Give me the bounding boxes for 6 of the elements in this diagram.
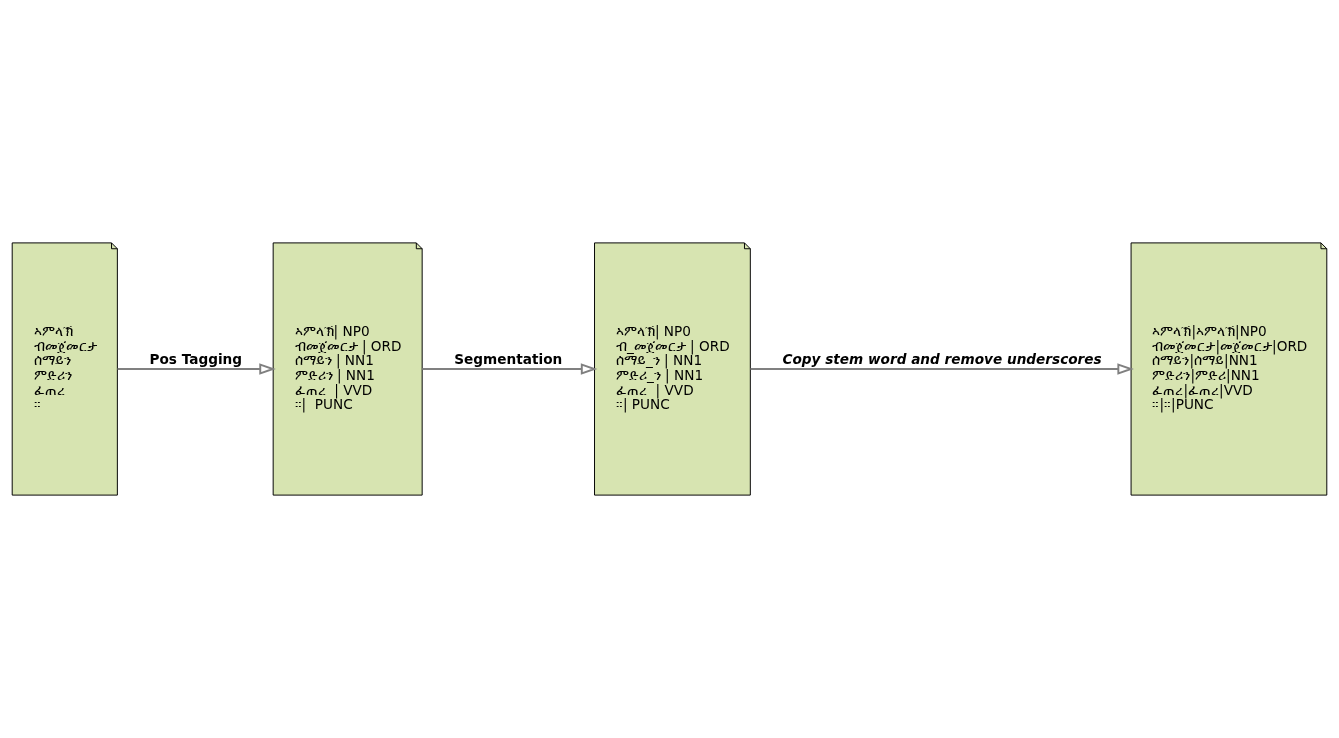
edge-label: Pos Tagging [149,351,243,368]
arrow [749,363,1134,375]
edge-label: Segmentation [454,351,563,368]
arrow [116,363,276,375]
edge-label: Copy stem word and remove underscores [782,351,1102,368]
arrow [421,363,598,375]
